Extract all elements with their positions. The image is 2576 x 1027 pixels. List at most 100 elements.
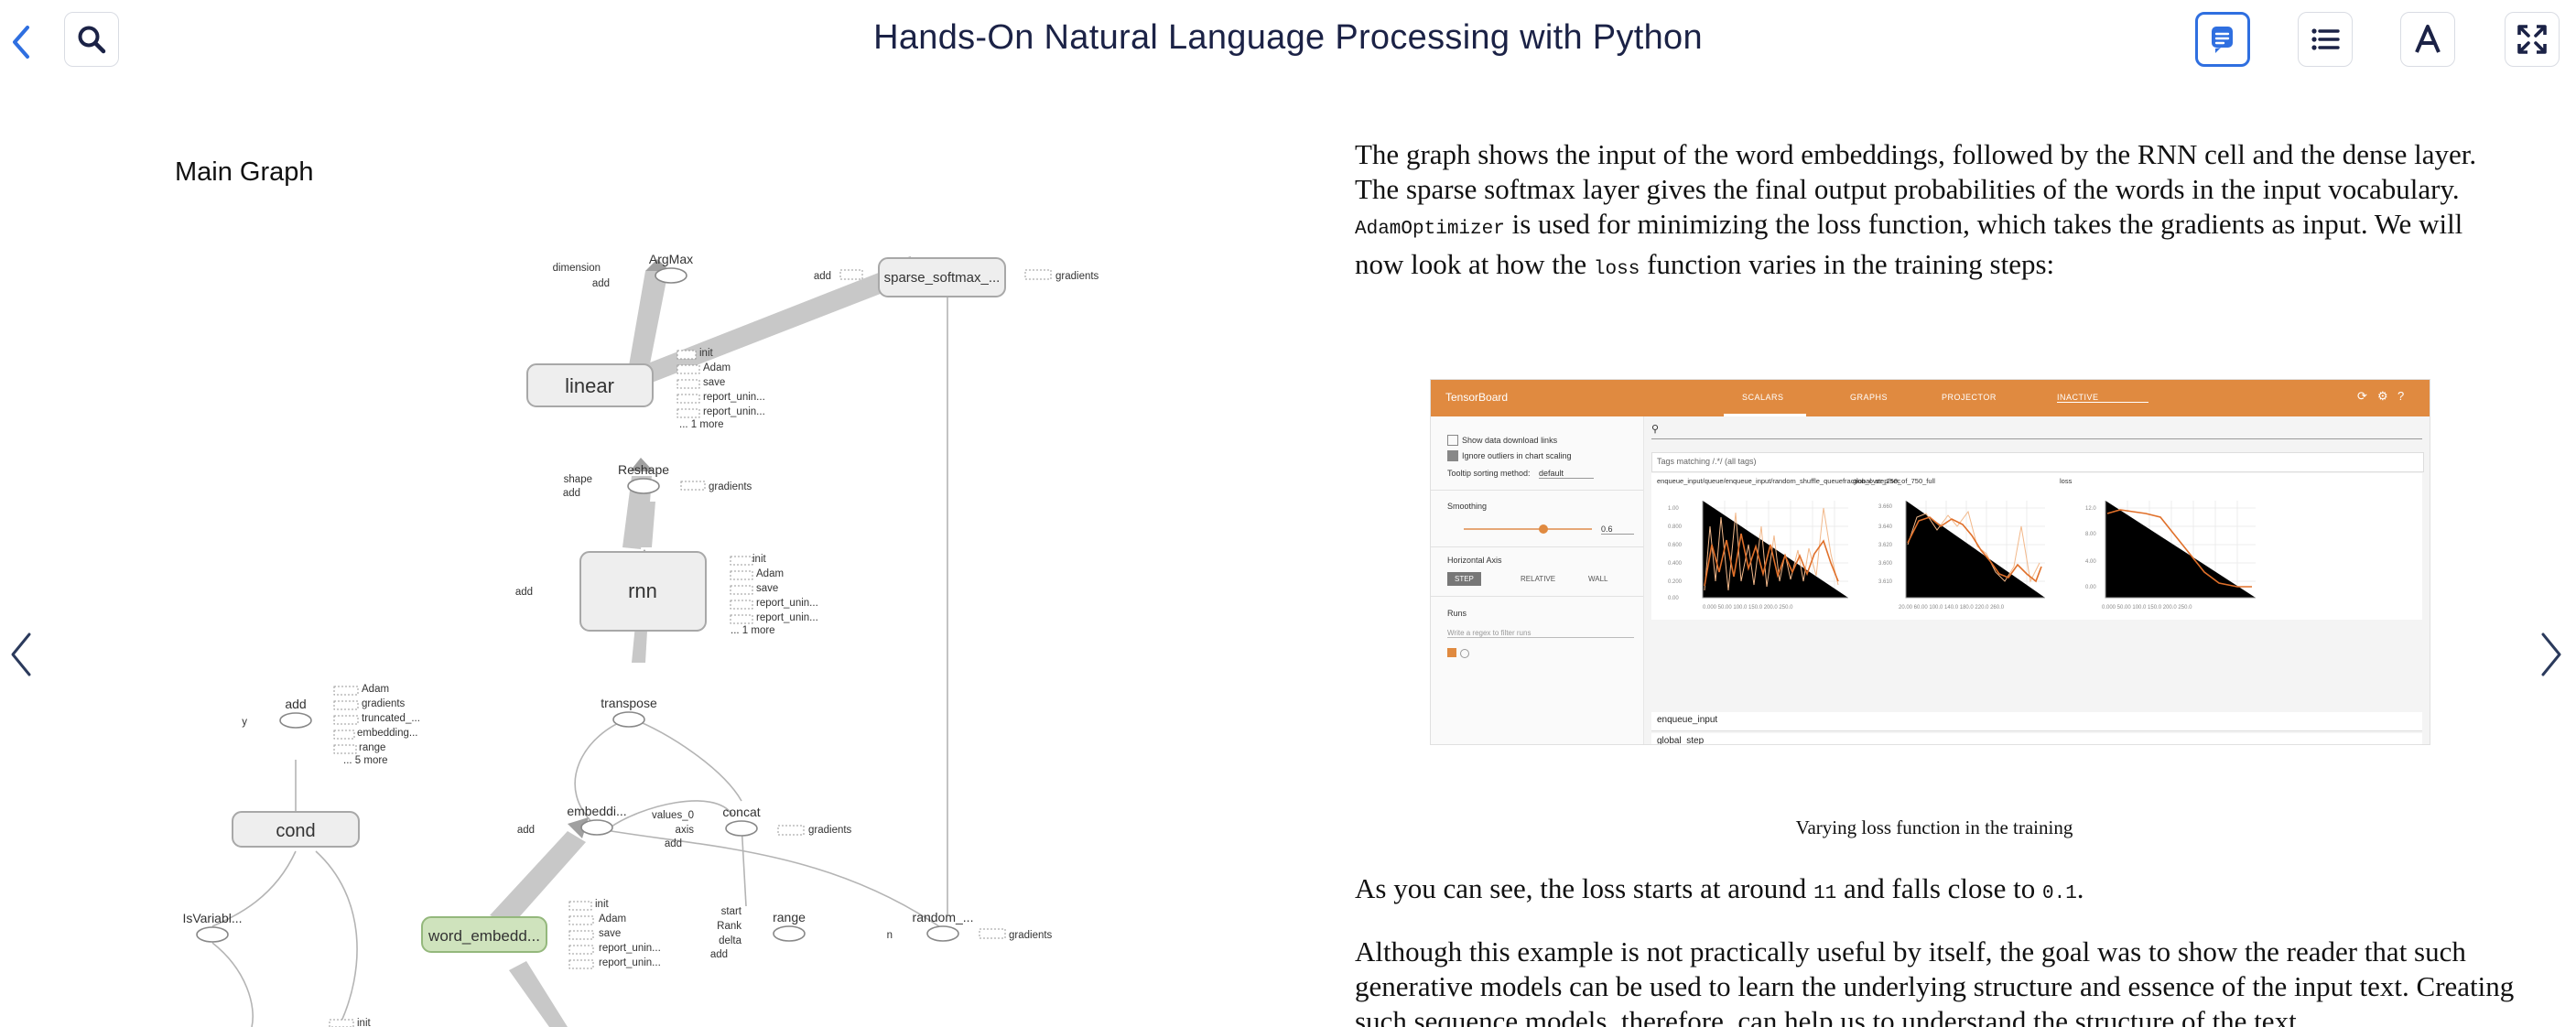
axis-wall: WALL: [1588, 575, 1608, 583]
node-random-label: random_...: [913, 910, 974, 924]
label-save: save: [756, 583, 778, 594]
run-radio: [1460, 649, 1469, 658]
label-adam: Adam: [362, 684, 389, 695]
run-checkbox: [1447, 648, 1456, 657]
label-add: add: [665, 838, 682, 849]
table-of-contents-button[interactable]: [2298, 12, 2353, 67]
label-add: add: [515, 587, 533, 598]
label-gradients: gradients: [709, 481, 752, 492]
figure-caption: Varying loss function in the training: [1795, 816, 2073, 838]
node-range-label: range: [773, 910, 806, 924]
edge-embed-word: [490, 831, 586, 924]
font-settings-button[interactable]: [2400, 12, 2455, 67]
svg-text:0.00: 0.00: [1668, 596, 1679, 601]
label-report: report_unin...: [703, 406, 765, 417]
help-icon: ?: [2397, 389, 2405, 403]
tab-inactive: INACTIVE: [2057, 393, 2148, 403]
label-init: init: [752, 554, 767, 565]
node-reshape-label: Reshape: [618, 462, 669, 477]
row-label: enqueue_input: [1657, 715, 1718, 725]
svg-text:0.000 50.00 100.0 150.0 200.0: 0.000 50.00 100.0 150.0 200.0 250.0: [2102, 605, 2192, 611]
row-label: global_step: [1657, 736, 1705, 745]
node-embedding-label: embeddi...: [567, 804, 626, 818]
label-add: add: [517, 825, 535, 836]
tensorboard-brand: TensorBoard: [1445, 391, 1509, 404]
node-isvariable-label: IsVariabl...: [182, 911, 242, 925]
label-add: add: [592, 278, 610, 289]
paragraph-conclusion: Although this example is not practically…: [1355, 935, 2515, 1027]
checkbox-outliers: [1447, 450, 1458, 461]
notes-button[interactable]: [2195, 12, 2250, 67]
back-chevron-icon[interactable]: [5, 16, 37, 68]
svg-text:0.600: 0.600: [1668, 543, 1683, 548]
graph-diagram: linear rnn cond word_embedd... sparse_so…: [182, 252, 1099, 1027]
label-runs: Runs: [1447, 609, 1467, 618]
paragraph-text: function varies in the training steps:: [1647, 248, 2055, 280]
svg-text:3.610: 3.610: [1878, 579, 1893, 585]
svg-text:1.00: 1.00: [1668, 506, 1679, 512]
smoothing-slider-thumb: [1539, 524, 1548, 534]
label-values: values_0: [652, 810, 694, 821]
label-delta: delta: [719, 935, 742, 946]
label-adam: Adam: [599, 913, 626, 924]
fullscreen-button[interactable]: [2505, 12, 2560, 67]
label-show-download: Show data download links: [1462, 436, 1558, 445]
svg-text:0.400: 0.400: [1668, 561, 1683, 567]
node-add-label: add: [285, 697, 306, 711]
svg-text:3.600: 3.600: [1878, 561, 1893, 567]
search-button[interactable]: [64, 12, 119, 67]
node-word-embedding: [421, 916, 547, 953]
chart-title-enqueue: enqueue_input/queue/enqueue_input/random…: [1657, 477, 1935, 485]
label-more: ... 1 more: [679, 419, 724, 430]
tab-projector: PROJECTOR: [1942, 393, 1997, 402]
label-report: report_unin...: [599, 943, 661, 954]
tags-matching: Tags matching /.*/ (all tags): [1657, 457, 1757, 466]
label-more: ... 1 more: [731, 625, 775, 636]
label-init: init: [595, 899, 610, 910]
svg-text:20.00 60.00 100.0 140.0 180.0: 20.00 60.00 100.0 140.0 180.0 220.0 260.…: [1899, 605, 2005, 611]
label-axis: axis: [676, 825, 695, 836]
label-dimension: dimension: [553, 263, 601, 274]
next-page-arrow-icon[interactable]: [2532, 627, 2569, 682]
label-add: add: [563, 488, 580, 499]
label-horizontal-axis: Horizontal Axis: [1447, 556, 1502, 565]
label-tooltip: Tooltip sorting method:: [1447, 469, 1531, 478]
previous-page-arrow-icon[interactable]: [4, 627, 40, 682]
tensorboard-main: ⚲ Tags matching /.*/ (all tags) enqueue_…: [1644, 416, 2430, 744]
label-smoothing: Smoothing: [1447, 502, 1488, 511]
search-icon: ⚲: [1651, 424, 1660, 435]
paragraph-text: .: [2076, 872, 2084, 904]
chart-title-loss: loss: [2060, 477, 2073, 485]
node-sparse-softmax: [878, 257, 1006, 297]
label-save: save: [703, 377, 725, 388]
label-y: y: [242, 717, 247, 728]
node-linear-label: linear: [565, 374, 614, 397]
checkbox-download: [1447, 435, 1458, 446]
refresh-icon: ⟳: [2357, 389, 2368, 403]
chart-title-global-step: global_step/sec: [1853, 477, 1901, 485]
label-report: report_unin...: [756, 612, 818, 623]
tooltip-select: default: [1539, 469, 1594, 479]
label-save: save: [599, 928, 621, 939]
node-concat-label: concat: [722, 805, 760, 819]
label-adam: Adam: [703, 362, 731, 373]
inline-code: AdamOptimizer: [1355, 219, 1505, 240]
label-gradients: gradients: [1009, 930, 1053, 941]
edge-linear-argmax: [624, 271, 668, 392]
expand-icon: [2517, 25, 2547, 54]
tensorboard-sidebar: Show data download links Ignore outliers…: [1431, 416, 1644, 744]
svg-text:12.0: 12.0: [2085, 506, 2096, 512]
label-gradients: gradients: [1055, 271, 1099, 282]
runs-filter: Write a regex to filter runs: [1447, 629, 1634, 638]
label-add: add: [814, 271, 831, 282]
label-rank: Rank: [717, 921, 741, 932]
label-embedding: embedding...: [357, 728, 418, 739]
left-page: Main Graph: [0, 84, 1318, 1027]
settings-icon: ⚙: [2377, 389, 2389, 403]
book-title: Hands-On Natural Language Processing wit…: [873, 18, 1703, 57]
paragraph-text: is used for minimizing the loss function…: [1355, 208, 2463, 280]
tensorboard-row: global_step: [1651, 733, 2422, 745]
paragraph-loss: As you can see, the loss starts at aroun…: [1355, 871, 2517, 912]
label-adam: Adam: [756, 568, 784, 579]
